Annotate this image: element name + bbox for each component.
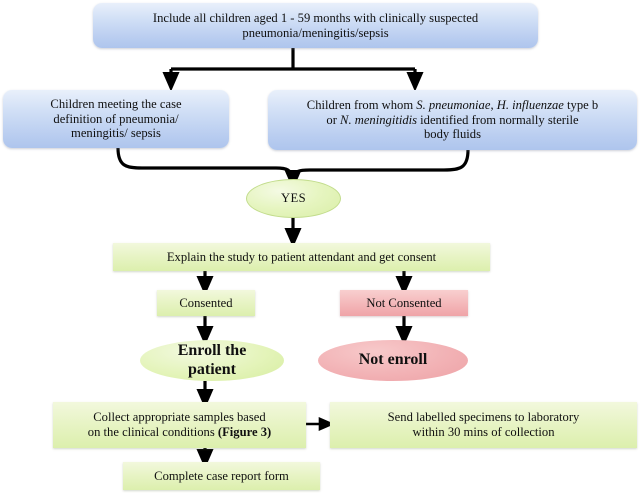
collect-line-1: Collect appropriate samples based bbox=[93, 410, 266, 425]
node-lab-confirmed[interactable]: Children from whom S. pneumoniae, H. inf… bbox=[268, 90, 637, 150]
node-case-definition[interactable]: Children meeting the case definition of … bbox=[3, 90, 229, 148]
lab-confirmed-organism-1: S. pneumoniae bbox=[416, 97, 491, 112]
send-line-2: within 30 mins of collection bbox=[412, 425, 555, 439]
case-definition-line-3: meningitis/ sepsis bbox=[71, 126, 161, 141]
enroll-line-2: patient bbox=[188, 360, 236, 378]
node-complete-crf-text: Complete case report form bbox=[154, 468, 289, 483]
lab-confirmed-post-2: identified from normally sterile bbox=[417, 112, 579, 127]
node-case-definition-text: Children meeting the case definition of … bbox=[3, 97, 229, 142]
node-not-enroll[interactable]: Not enroll bbox=[318, 340, 468, 381]
node-collect-samples[interactable]: Collect appropriate samples based on the… bbox=[53, 402, 306, 448]
node-explain-study[interactable]: Explain the study to patient attendant a… bbox=[113, 243, 490, 271]
lab-confirmed-pre-2: or bbox=[326, 112, 341, 127]
node-not-enroll-text: Not enroll bbox=[358, 351, 428, 369]
node-enroll-patient-text: Enroll the patient bbox=[140, 342, 284, 380]
node-lab-confirmed-text: Children from whom S. pneumoniae, H. inf… bbox=[268, 98, 637, 143]
lab-confirmed-post-1: type b bbox=[563, 97, 599, 112]
case-definition-line-1: Children meeting the case bbox=[50, 96, 182, 111]
lab-confirmed-organism-2: H. influenzae bbox=[496, 97, 564, 112]
lab-confirmed-separator: , bbox=[490, 97, 497, 112]
node-consented-text: Consented bbox=[179, 295, 233, 310]
connector-consent-to-outcome bbox=[196, 316, 413, 346]
connector-inclusion-split bbox=[162, 48, 424, 92]
node-send-specimens[interactable]: Send labelled specimens to laboratory wi… bbox=[330, 402, 637, 448]
node-yes-decision-text: YES bbox=[281, 191, 306, 206]
node-yes-decision[interactable]: YES bbox=[246, 179, 341, 218]
collect-line-2-pre: on the clinical conditions bbox=[87, 425, 218, 439]
node-collect-samples-text: Collect appropriate samples based on the… bbox=[53, 410, 306, 440]
node-explain-study-text: Explain the study to patient attendant a… bbox=[166, 249, 437, 264]
node-send-specimens-text: Send labelled specimens to laboratory wi… bbox=[330, 410, 637, 440]
send-line-1: Send labelled specimens to laboratory bbox=[387, 410, 580, 425]
enroll-line-1: Enroll the bbox=[177, 341, 247, 359]
collect-figure-reference: (Figure 3) bbox=[217, 425, 272, 439]
inclusion-line-1: Include all children aged 1 - 59 months … bbox=[152, 10, 479, 25]
node-not-consented[interactable]: Not Consented bbox=[340, 290, 468, 316]
inclusion-line-2: pneumonia/meningitis/sepsis bbox=[242, 25, 389, 40]
connector-explain-to-consent bbox=[196, 271, 413, 296]
node-enroll-patient[interactable]: Enroll the patient bbox=[140, 340, 284, 381]
node-inclusion-criteria[interactable]: Include all children aged 1 - 59 months … bbox=[93, 3, 538, 48]
case-definition-line-2: definition of pneumonia/ bbox=[53, 111, 179, 126]
node-consented[interactable]: Consented bbox=[157, 290, 255, 316]
lab-confirmed-line-3: body fluids bbox=[423, 127, 482, 142]
node-complete-crf[interactable]: Complete case report form bbox=[123, 462, 320, 490]
node-not-consented-text: Not Consented bbox=[366, 295, 442, 310]
lab-confirmed-pre-1: Children from whom bbox=[306, 97, 417, 112]
node-inclusion-criteria-text: Include all children aged 1 - 59 months … bbox=[93, 11, 538, 41]
connector-merge-to-yes bbox=[116, 146, 470, 190]
lab-confirmed-organism-3: N. meningitidis bbox=[340, 112, 418, 127]
